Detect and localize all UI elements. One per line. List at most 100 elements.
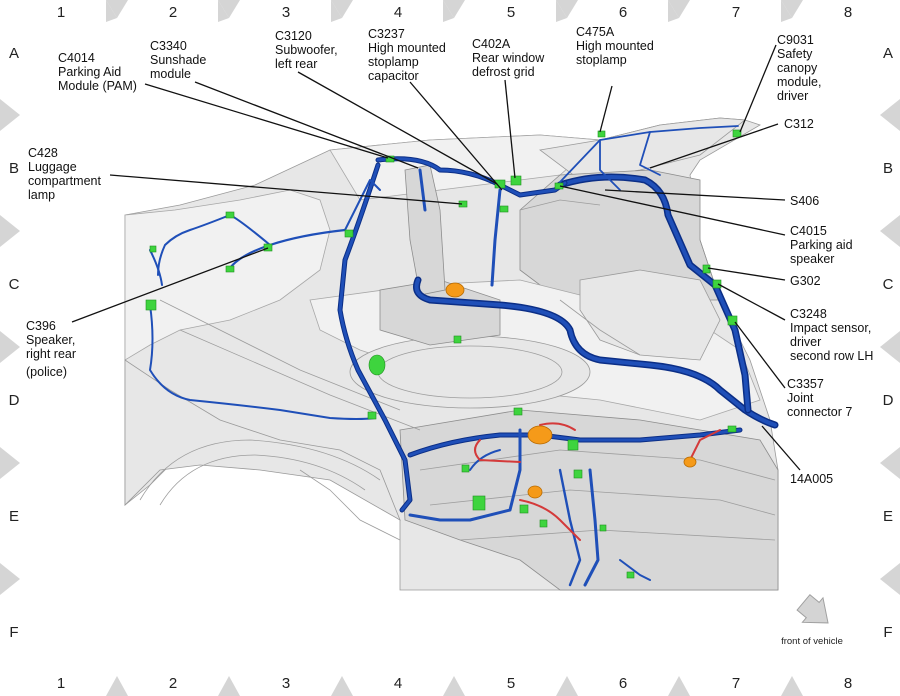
grid-column-labels-bottom: 1 2 3 4 5 6 7 8 [57, 675, 852, 692]
grid-col-2-bottom: 2 [169, 675, 177, 692]
grid-marker-top-6 [668, 0, 690, 18]
connector-left-top [149, 245, 157, 253]
grid-marker-left-1 [0, 99, 20, 131]
grid-marker-bottom-4 [443, 676, 465, 696]
vehicle-body-illustration [124, 117, 779, 591]
callout-c402a: C402A Rear window defrost grid [472, 37, 548, 79]
connector-lower-block [472, 495, 486, 511]
orange-components [445, 282, 697, 499]
connector-floor-6 [539, 519, 548, 528]
connector-latch [453, 335, 462, 344]
grid-marker-bottom-2 [218, 676, 240, 696]
connector-shelf-mid [499, 205, 509, 213]
connector-g302 [702, 264, 711, 274]
grid-col-1-bottom: 1 [57, 675, 65, 692]
connector-c402a [510, 175, 522, 186]
grid-marker-right-2 [880, 215, 900, 247]
orange-component-right [683, 456, 697, 468]
connector-left-mid [225, 265, 235, 273]
grid-marker-top-2 [218, 0, 240, 18]
front-of-vehicle-indicator: front of vehicle [781, 593, 843, 647]
grid-column-labels-top: 1 2 3 4 5 6 7 8 [57, 4, 852, 21]
grid-marker-left-4 [0, 447, 20, 479]
callout-c3357: C3357 Joint connector 7 [787, 377, 852, 419]
wiring-harness [149, 125, 779, 587]
connector-c9031 [732, 129, 742, 138]
grid-marker-top-shade-6 [668, 0, 679, 22]
grid-row-labels-left: A B C D E F [9, 45, 20, 641]
callout-c428: C428 Luggage compartment lamp [28, 146, 104, 202]
grid-markers-left [0, 99, 20, 595]
grid-marker-right-5 [880, 563, 900, 595]
grid-col-8-top: 8 [844, 4, 852, 21]
front-of-vehicle-label: front of vehicle [781, 636, 843, 647]
grid-col-3-top: 3 [282, 4, 290, 21]
callout-c312: C312 [784, 117, 814, 131]
grid-marker-bottom-3 [331, 676, 353, 696]
grid-marker-right-1 [880, 99, 900, 131]
grid-marker-left-3 [0, 331, 20, 363]
grid-row-D-left: D [9, 392, 20, 409]
grid-marker-top-7 [781, 0, 803, 18]
callout-14a005: 14A005 [790, 472, 833, 486]
callout-c4015: C4015 Parking aid speaker [790, 224, 856, 266]
connector-subwoofer [368, 354, 386, 376]
connector-c3357 [727, 315, 738, 326]
connector-floor-7 [599, 524, 607, 532]
grid-marker-left-5 [0, 563, 20, 595]
grid-col-7-bottom: 7 [732, 675, 740, 692]
grid-marker-top-5 [556, 0, 578, 18]
grid-marker-bottom-6 [668, 676, 690, 696]
grid-marker-top-shade-7 [781, 0, 792, 22]
red-wiring [474, 422, 721, 541]
grid-marker-top-shade-5 [556, 0, 567, 22]
grid-col-5-bottom: 5 [507, 675, 515, 692]
connector-floor-2 [567, 439, 579, 451]
connector-c396 [263, 243, 273, 252]
callout-g302: G302 [790, 274, 821, 288]
grid-row-B-right: B [883, 160, 893, 177]
front-arrow-icon [796, 593, 829, 624]
orange-component-rear [527, 485, 543, 499]
grid-row-D-right: D [883, 392, 894, 409]
connector-floor-5 [519, 504, 529, 514]
grid-marker-top-3 [331, 0, 353, 18]
connector-c475a [597, 130, 606, 138]
grid-col-7-top: 7 [732, 4, 740, 21]
orange-component-latch [445, 282, 465, 298]
grid-marker-bottom-7 [781, 676, 803, 696]
grid-row-F-right: F [883, 624, 892, 641]
grid-row-E-left: E [9, 508, 19, 525]
grid-row-C-left: C [9, 276, 20, 293]
grid-col-6-top: 6 [619, 4, 627, 21]
grid-marker-top-shade-4 [443, 0, 454, 22]
grid-col-6-bottom: 6 [619, 675, 627, 692]
callout-c3340: C3340 Sunshade module [150, 39, 210, 81]
connector-floor-8 [626, 571, 635, 579]
callout-c3120: C3120 Subwoofer, left rear [275, 29, 341, 71]
grid-row-labels-right: A B C D E F [883, 45, 894, 641]
orange-component-floor [527, 425, 553, 445]
grid-col-5-top: 5 [507, 4, 515, 21]
connector-floor-3 [573, 469, 583, 479]
leader-lines [71, 44, 801, 471]
callout-labels: C4014 Parking Aid Module (PAM) C3340 Sun… [26, 25, 875, 486]
callout-c3248: C3248 Impact sensor, driver second row L… [790, 307, 875, 363]
callout-c4014: C4014 Parking Aid Module (PAM) [58, 51, 137, 93]
grid-col-8-bottom: 8 [844, 675, 852, 692]
grid-row-B-left: B [9, 160, 19, 177]
connectors [145, 129, 742, 579]
grid-col-2-top: 2 [169, 4, 177, 21]
grid-row-E-right: E [883, 508, 893, 525]
grid-markers-top [106, 0, 803, 22]
connector-c3120 [344, 229, 354, 238]
grid-marker-bottom-5 [556, 676, 578, 696]
callout-s406: S406 [790, 194, 819, 208]
grid-marker-top-shade-2 [218, 0, 229, 22]
grid-row-C-right: C [883, 276, 894, 293]
callout-c3237: C3237 High mounted stoplamp capacitor [368, 27, 449, 83]
connector-left-side [145, 299, 157, 311]
grid-marker-right-4 [880, 447, 900, 479]
grid-markers-right [880, 99, 900, 595]
